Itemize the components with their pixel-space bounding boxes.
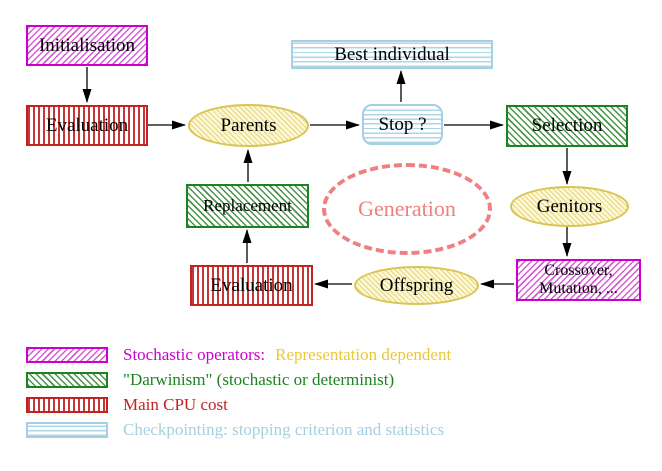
node-replacement: Replacement (186, 184, 309, 228)
legend-swatch-red-stripes (26, 397, 108, 413)
node-stop: Stop ? (362, 104, 443, 145)
generation-label: Generation (358, 196, 456, 221)
legend-item-checkpointing: Checkpointing: stopping criterion and st… (26, 419, 444, 441)
legend-label-main-cpu-cost: Main CPU cost (123, 395, 228, 414)
legend-label-checkpointing: Checkpointing: stopping criterion and st… (123, 420, 445, 439)
node-initialisation-label: Initialisation (38, 34, 136, 56)
legend-swatch-green-hatch (26, 372, 108, 388)
node-genitors-label: Genitors (536, 195, 603, 217)
node-offspring: Offspring (354, 266, 479, 305)
node-evaluation-top: Evaluation (26, 105, 148, 146)
node-genitors: Genitors (510, 186, 629, 227)
node-best-individual: Best individual (291, 40, 493, 69)
generation-ellipse: Generation (322, 163, 492, 255)
node-evaluation-bottom-label: Evaluation (210, 274, 293, 296)
legend-item-stochastic-operators: Stochastic operators: Representation dep… (26, 344, 451, 366)
node-selection-label: Selection (531, 115, 603, 137)
node-selection: Selection (506, 105, 628, 147)
node-offspring-label: Offspring (379, 274, 454, 296)
legend-swatch-magenta-hatch (26, 347, 108, 363)
node-parents: Parents (188, 104, 309, 147)
legend-label-representation-dependent: Representation dependent (275, 345, 452, 364)
legend-item-main-cpu-cost: Main CPU cost (26, 394, 228, 416)
node-crossover-mutation: Crossover, Mutation, ... (516, 259, 641, 301)
legend-item-darwinism: "Darwinism" (stochastic or determinist) (26, 369, 394, 391)
node-stop-label: Stop ? (378, 113, 427, 135)
legend-label-stochastic-operators: Stochastic operators: (123, 345, 266, 364)
node-evaluation-bottom: Evaluation (190, 265, 313, 306)
node-crossover-mutation-label: Crossover, Mutation, ... (539, 261, 618, 297)
node-initialisation: Initialisation (26, 25, 148, 66)
node-best-individual-label: Best individual (334, 43, 450, 65)
node-evaluation-top-label: Evaluation (45, 114, 129, 136)
legend-swatch-blue-stripes (26, 422, 108, 438)
legend-label-darwinism: "Darwinism" (stochastic or determinist) (123, 370, 395, 389)
node-parents-label: Parents (220, 114, 277, 136)
node-replacement-label: Replacement (203, 196, 292, 216)
